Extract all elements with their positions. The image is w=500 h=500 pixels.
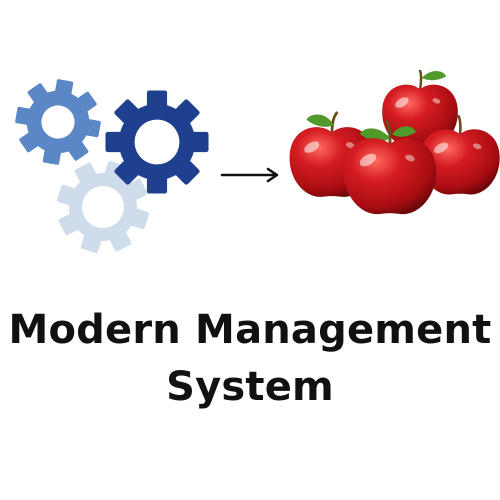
apple-right-icon (420, 114, 500, 195)
page-title: Modern Management System (0, 302, 500, 416)
apple-front-icon (343, 119, 437, 215)
apple-back-icon (382, 70, 458, 147)
gears-icon (8, 72, 209, 265)
apples-icon (289, 70, 500, 215)
title-line-1: Modern Management (8, 307, 492, 353)
gear-dark-icon (105, 90, 209, 194)
right-arrow-icon (220, 167, 279, 183)
title-line-2: System (166, 364, 334, 410)
gear-medium-icon (8, 72, 108, 172)
apple-left-icon (289, 111, 375, 197)
gear-light-icon (45, 149, 161, 265)
